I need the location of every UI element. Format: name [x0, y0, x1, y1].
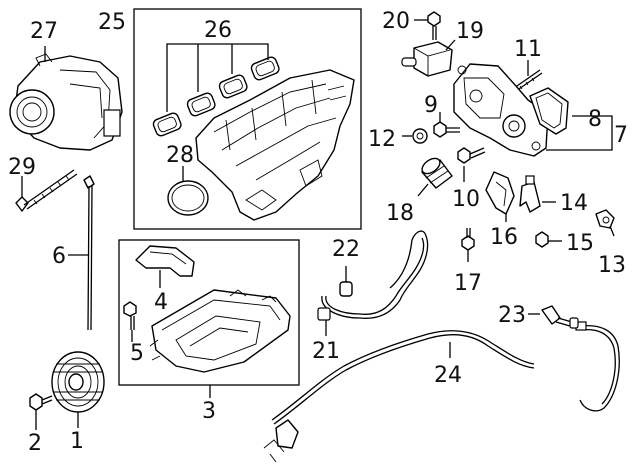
cooler-bolt [427, 11, 441, 40]
callout-9: 9 [424, 93, 438, 118]
callout-6: 6 [52, 244, 66, 269]
callout-29: 29 [8, 155, 36, 180]
callout-13: 13 [598, 253, 626, 278]
callout-28: 28 [166, 143, 194, 168]
bolt-12 [412, 128, 428, 144]
oil-pan-baffle [135, 245, 195, 277]
crankshaft-pulley [51, 351, 105, 413]
callout-23: 23 [498, 303, 526, 328]
vacuum-hose [317, 230, 429, 321]
leader-18 [417, 183, 429, 197]
leader-13 [609, 225, 615, 237]
callout-4: 4 [154, 290, 168, 315]
throttle-gasket [167, 180, 209, 216]
callout-1: 1 [70, 429, 84, 454]
callout-25: 25 [98, 10, 126, 35]
water-pump-assembly [453, 63, 549, 157]
callout-2: 2 [28, 431, 42, 456]
callout-15: 15 [566, 231, 594, 256]
callout-19: 19 [456, 19, 484, 44]
throttle-body [9, 53, 123, 151]
water-pump-gasket [529, 87, 569, 135]
leader-26 [166, 43, 269, 112]
bolt-10 [457, 147, 486, 164]
harness [263, 321, 620, 463]
callout-8: 8 [588, 107, 602, 132]
callout-26: 26 [204, 18, 232, 43]
callout-7: 7 [614, 123, 628, 148]
leader-7 [546, 115, 613, 151]
callout-10: 10 [452, 187, 480, 212]
oil-dipstick [83, 175, 95, 331]
sensor-23 [541, 305, 579, 329]
connector-13 [595, 209, 615, 229]
long-bolt [15, 169, 78, 212]
oil-pan [149, 289, 291, 373]
callout-3: 3 [202, 399, 216, 424]
callout-20: 20 [382, 9, 410, 34]
callout-12: 12 [368, 127, 396, 152]
heat-shield [485, 171, 515, 215]
oil-pan-group-box [118, 239, 300, 386]
callout-27: 27 [30, 19, 58, 44]
callout-17: 17 [454, 271, 482, 296]
clip-22 [339, 281, 353, 297]
bolt-17 [461, 228, 475, 251]
oil-filter [421, 157, 453, 189]
oil-cooler [401, 41, 453, 77]
callout-18: 18 [386, 201, 414, 226]
pulley-bolt [29, 393, 53, 411]
manifold-gaskets [152, 56, 280, 137]
bolt-9 [433, 121, 460, 138]
sensor-14 [519, 175, 541, 213]
leader-19 [445, 39, 456, 51]
callout-5: 5 [130, 341, 144, 366]
callout-14: 14 [560, 191, 588, 216]
callout-24: 24 [434, 363, 462, 388]
callout-16: 16 [490, 225, 518, 250]
intake-manifold [195, 69, 355, 221]
bolt-15 [535, 231, 549, 248]
intake-manifold-group-box [133, 8, 362, 230]
callout-11: 11 [514, 37, 542, 62]
callout-21: 21 [312, 339, 340, 364]
callout-22: 22 [332, 237, 360, 262]
oil-pan-bolt [123, 301, 137, 330]
stud [513, 69, 543, 92]
